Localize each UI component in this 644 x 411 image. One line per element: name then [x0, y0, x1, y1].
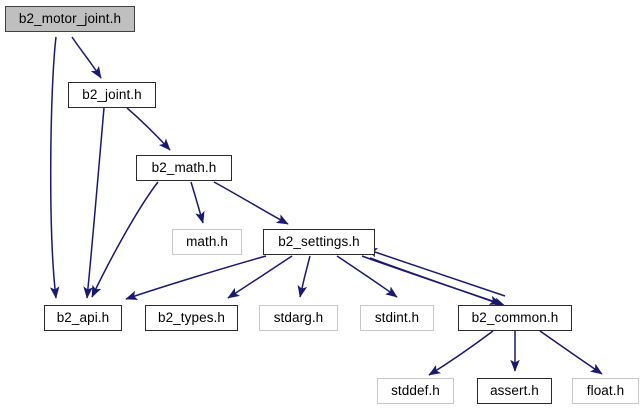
node-label: b2_joint.h [82, 87, 142, 103]
node-label: float.h [586, 383, 625, 399]
node-label: stdint.h [374, 310, 420, 326]
edge-b2_common-to-float [539, 330, 603, 375]
node-b2_common[interactable]: b2_common.h [458, 305, 572, 331]
edge-b2_math-to-b2_api [91, 181, 159, 298]
edge-b2_common-to-b2_settings [365, 248, 506, 297]
node-label: stddef.h [391, 383, 440, 399]
node-b2_settings[interactable]: b2_settings.h [263, 229, 375, 255]
edge-b2_motor_joint-to-b2_joint [71, 36, 102, 79]
node-label: stdarg.h [273, 310, 324, 326]
node-label: b2_common.h [471, 310, 559, 326]
node-stdarg[interactable]: stdarg.h [259, 305, 338, 331]
edge-b2_settings-to-stdarg [297, 255, 311, 298]
edge-b2_joint-to-b2_api [83, 107, 105, 299]
edge-b2_settings-to-stdint [336, 255, 398, 298]
node-float[interactable]: float.h [572, 378, 639, 404]
edge-b2_settings-to-b2_api [125, 255, 267, 300]
node-label: math.h [186, 234, 228, 250]
node-label: assert.h [490, 383, 539, 399]
node-label: b2_motor_joint.h [18, 11, 122, 27]
edge-b2_math-to-b2_settings [213, 181, 289, 225]
node-b2_types[interactable]: b2_types.h [145, 305, 238, 331]
node-assert[interactable]: assert.h [477, 378, 552, 404]
node-label: b2_settings.h [278, 234, 360, 250]
edge-b2_math-to-math [190, 181, 205, 224]
node-stdint[interactable]: stdint.h [360, 305, 434, 331]
node-b2_api[interactable]: b2_api.h [44, 305, 122, 331]
node-b2_motor_joint[interactable]: b2_motor_joint.h [5, 6, 135, 32]
edge-b2_settings-to-b2_common [361, 255, 502, 305]
node-b2_math[interactable]: b2_math.h [136, 155, 232, 181]
node-label: b2_math.h [151, 160, 217, 176]
node-label: b2_types.h [157, 310, 226, 326]
edge-b2_settings-to-b2_common_2 [369, 257, 506, 307]
edge-b2_settings-to-b2_types [227, 255, 293, 299]
edge-b2_motor_joint-to-b2_api [49, 36, 60, 299]
node-label: b2_api.h [56, 310, 110, 326]
node-math[interactable]: math.h [172, 229, 242, 255]
node-stddef[interactable]: stddef.h [377, 378, 454, 404]
edge-b2_joint-to-b2_math [126, 107, 171, 151]
node-b2_joint[interactable]: b2_joint.h [68, 82, 156, 108]
edge-b2_common-to-stddef [428, 330, 494, 376]
